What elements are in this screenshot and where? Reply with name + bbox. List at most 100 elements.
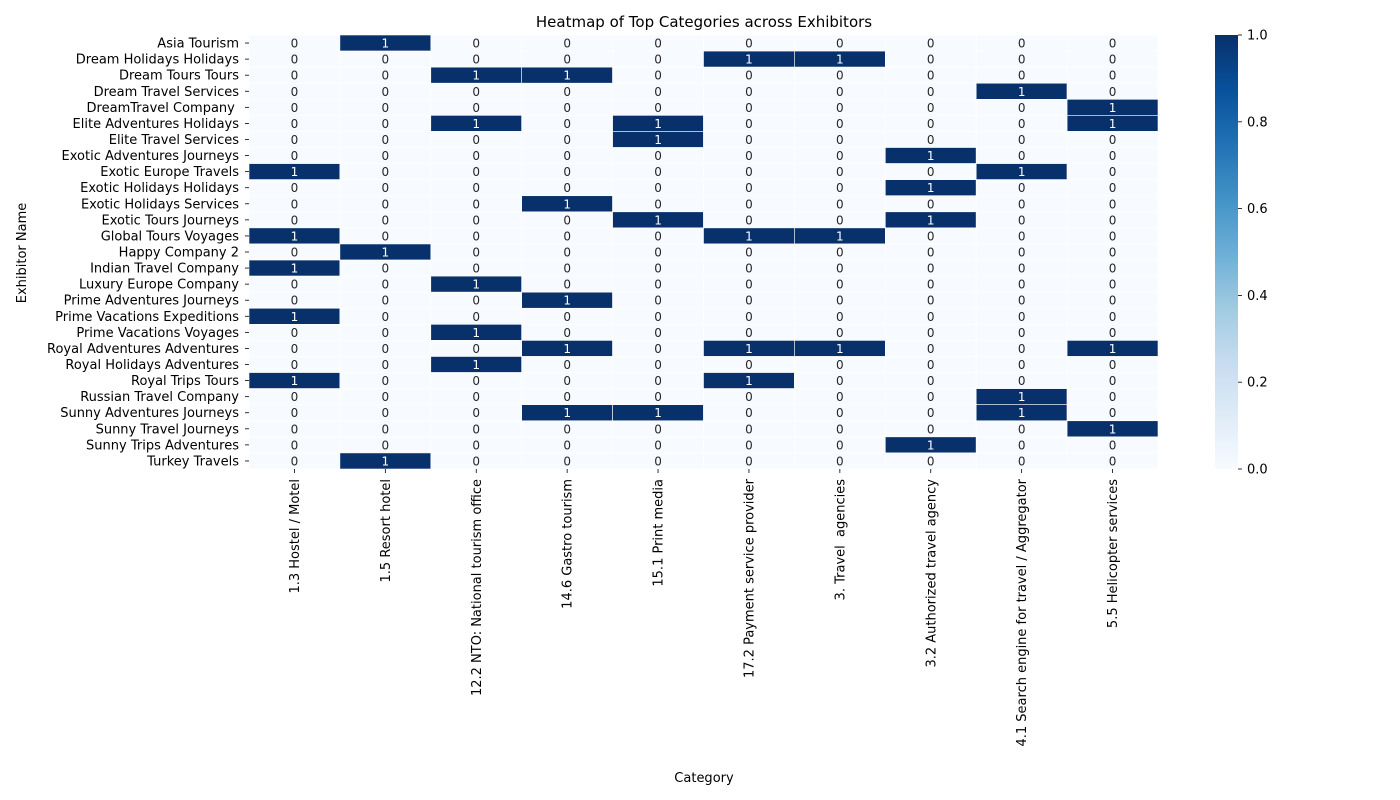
cell-value-label: 1 (472, 69, 480, 83)
cell-value-label: 0 (291, 197, 299, 211)
x-tick-label: 1.5 Resort hotel (379, 479, 394, 582)
y-tick-label: Prime Vacations Voyages (76, 326, 239, 341)
cell-value-label: 0 (654, 69, 662, 83)
cell-value-label: 0 (1018, 326, 1026, 340)
cell-value-label: 0 (836, 454, 844, 468)
cell-value-label: 0 (1018, 342, 1026, 356)
cell-value-label: 1 (563, 342, 571, 356)
cell-value-label: 1 (291, 310, 299, 324)
cell-value-label: 0 (745, 181, 753, 195)
cell-value-label: 0 (745, 438, 753, 452)
cell-value-label: 0 (654, 165, 662, 179)
cell-value-label: 0 (745, 406, 753, 420)
y-tick-label: Dream Holidays Holidays (76, 53, 239, 68)
cell-value-label: 1 (563, 406, 571, 420)
cell-value-label: 0 (745, 85, 753, 99)
cell-value-label: 0 (563, 326, 571, 340)
cell-value-label: 0 (836, 69, 844, 83)
cell-value-label: 0 (836, 213, 844, 227)
x-tick-label: 17.2 Payment service provider (742, 478, 757, 678)
cell-value-label: 0 (563, 85, 571, 99)
y-tick-label: Dream Tours Tours (119, 69, 239, 84)
cell-value-label: 0 (563, 37, 571, 51)
cell-value-label: 1 (1018, 390, 1026, 404)
cell-value-label: 0 (654, 294, 662, 308)
cell-value-label: 0 (654, 310, 662, 324)
cell-value-label: 0 (382, 53, 390, 67)
cell-value-label: 0 (472, 454, 480, 468)
cell-value-label: 0 (927, 246, 935, 260)
cell-value-label: 0 (1109, 149, 1117, 163)
cell-value-label: 0 (291, 117, 299, 131)
cell-value-label: 0 (1109, 197, 1117, 211)
x-tick-label: 3. Travel agencies (833, 479, 848, 601)
cell-value-label: 1 (1018, 406, 1026, 420)
cell-value-label: 0 (927, 262, 935, 276)
cell-value-label: 0 (927, 294, 935, 308)
cell-value-label: 0 (1109, 278, 1117, 292)
cell-value-label: 0 (745, 149, 753, 163)
cell-value-label: 0 (654, 278, 662, 292)
y-tick-label: Exotic Holidays Services (81, 197, 239, 212)
cell-value-label: 1 (291, 374, 299, 388)
cell-value-label: 0 (1018, 117, 1026, 131)
x-tick-label: 5.5 Helicopter services (1106, 479, 1121, 628)
cell-value-label: 1 (927, 438, 935, 452)
y-tick-label: Exotic Adventures Journeys (62, 149, 240, 164)
cell-value-label: 0 (927, 229, 935, 243)
y-tick-label: Elite Adventures Holidays (73, 117, 240, 132)
x-tick-label: 3.2 Authorized travel agency (924, 479, 939, 668)
cell-value-label: 0 (1109, 165, 1117, 179)
cell-value-label: 0 (745, 37, 753, 51)
cell-value-label: 0 (927, 117, 935, 131)
cell-value-label: 1 (291, 229, 299, 243)
cell-value-label: 0 (563, 390, 571, 404)
cell-value-label: 0 (563, 101, 571, 115)
cell-value-label: 0 (745, 101, 753, 115)
cell-value-label: 0 (745, 213, 753, 227)
cell-value-label: 0 (836, 278, 844, 292)
cell-value-label: 0 (745, 165, 753, 179)
colorbar: 0.00.20.40.60.81.0 (1215, 29, 1268, 478)
y-tick-label: Exotic Tours Journeys (102, 213, 240, 228)
cell-value-label: 0 (836, 422, 844, 436)
cell-value-label: 0 (745, 117, 753, 131)
cell-value-label: 0 (927, 342, 935, 356)
cell-value-label: 0 (291, 438, 299, 452)
cell-value-label: 0 (927, 310, 935, 324)
cell-value-label: 1 (291, 165, 299, 179)
cell-value-label: 0 (291, 246, 299, 260)
cell-value-label: 0 (836, 246, 844, 260)
cell-value-label: 0 (654, 390, 662, 404)
cell-value-label: 0 (291, 149, 299, 163)
cell-value-label: 0 (654, 85, 662, 99)
cell-value-label: 0 (1109, 358, 1117, 372)
cell-value-label: 0 (836, 101, 844, 115)
cell-value-label: 1 (745, 229, 753, 243)
cell-value-label: 0 (654, 422, 662, 436)
y-tick-label: Elite Travel Services (109, 133, 239, 148)
cell-value-label: 0 (1018, 454, 1026, 468)
cell-value-label: 0 (836, 326, 844, 340)
cell-value-label: 0 (1109, 310, 1117, 324)
cell-value-label: 0 (1109, 53, 1117, 67)
cell-value-label: 0 (563, 149, 571, 163)
cell-value-label: 0 (472, 310, 480, 324)
cell-value-label: 0 (382, 278, 390, 292)
cell-value-label: 0 (472, 294, 480, 308)
cell-value-label: 0 (836, 262, 844, 276)
y-tick-label: Dream Travel Services (94, 85, 240, 100)
cell-value-label: 1 (382, 37, 390, 51)
cell-value-label: 0 (745, 197, 753, 211)
cell-value-label: 0 (927, 101, 935, 115)
cell-value-label: 0 (1109, 390, 1117, 404)
cell-value-label: 0 (745, 454, 753, 468)
y-tick-label: Luxury Europe Company (79, 278, 239, 293)
cell-value-label: 0 (1018, 69, 1026, 83)
cell-value-label: 0 (927, 85, 935, 99)
y-tick-label: Sunny Adventures Journeys (60, 406, 239, 421)
cell-value-label: 0 (563, 454, 571, 468)
